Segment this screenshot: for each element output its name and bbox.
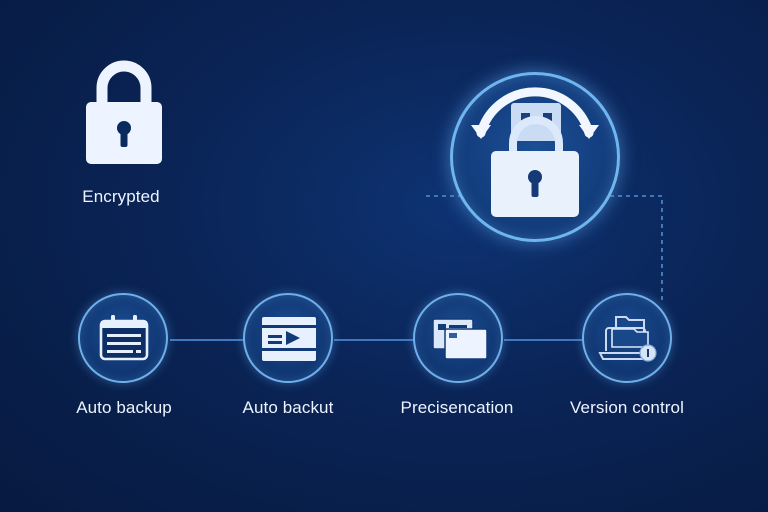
step-label-auto-backup: Auto backup xyxy=(76,398,172,417)
step-node-precisencation xyxy=(413,293,503,383)
connector-3-4 xyxy=(504,339,584,341)
usb-lock-hero xyxy=(450,72,620,242)
step-node-auto-backut xyxy=(243,293,333,383)
step-node-version-control xyxy=(582,293,672,383)
laptop-folder-icon xyxy=(598,316,657,362)
step-label-auto-backut: Auto backut xyxy=(242,398,334,417)
usb-drive-lock-icon xyxy=(471,87,599,217)
dashed-connector xyxy=(426,195,663,302)
connector-1-2 xyxy=(170,339,245,341)
connector-2-3 xyxy=(334,339,415,341)
video-play-icon xyxy=(262,317,316,361)
padlock-icon xyxy=(86,60,162,164)
cards-icon xyxy=(432,318,488,360)
step-node-auto-backup xyxy=(78,293,168,383)
step-label-version-control: Version control xyxy=(570,398,684,417)
calendar-icon xyxy=(99,315,149,361)
step-label-precisencation: Precisencation xyxy=(400,398,514,417)
encrypted-label: Encrypted xyxy=(82,187,160,206)
encrypted-feature xyxy=(60,50,190,220)
